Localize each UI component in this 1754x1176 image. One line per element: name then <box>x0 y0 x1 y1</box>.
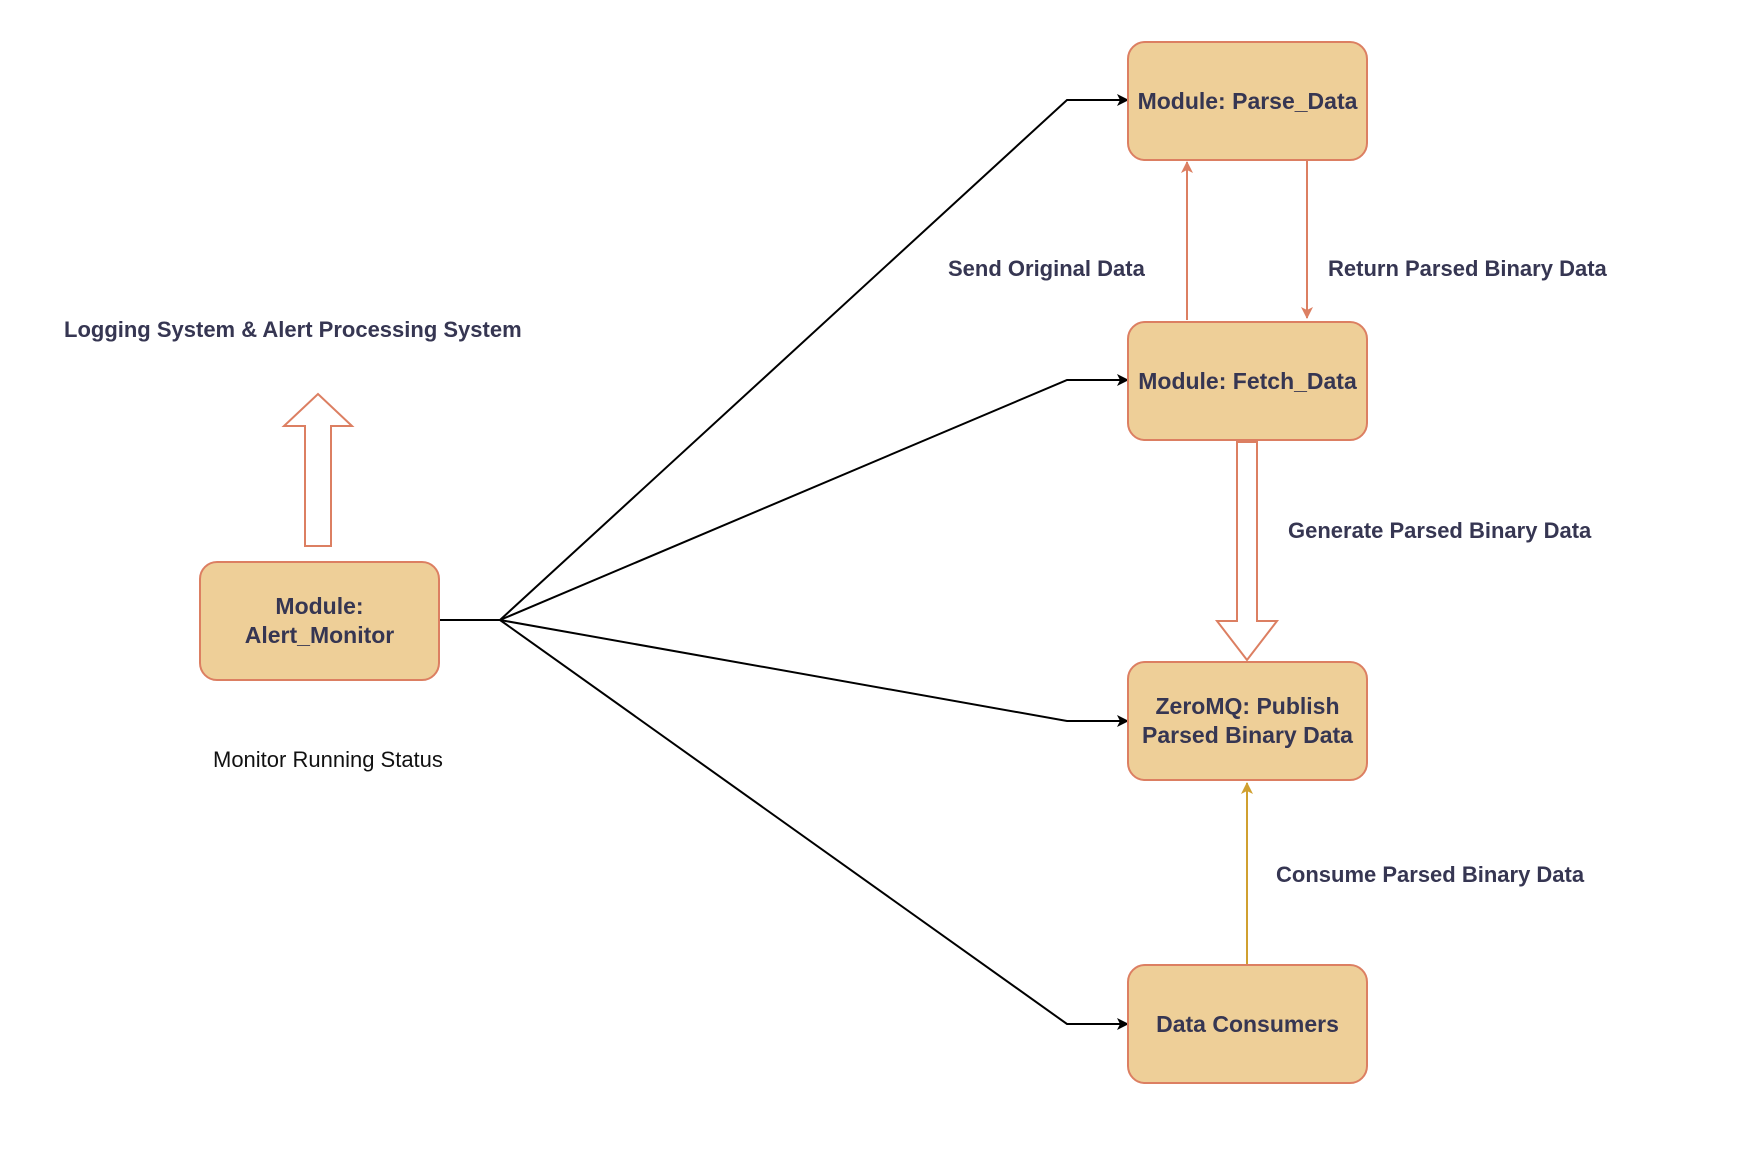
node-zeromq-line2: Parsed Binary Data <box>1142 722 1353 748</box>
label-consume-parsed-binary-data: Consume Parsed Binary Data <box>1276 862 1585 887</box>
monitor-line-to-data-consumers <box>499 619 1129 1030</box>
node-data-consumers-label: Data Consumers <box>1156 1010 1339 1037</box>
node-alert-monitor-line1: Module: <box>275 593 364 619</box>
node-zeromq-publish[interactable]: ZeroMQ: Publish Parsed Binary Data <box>1127 661 1368 781</box>
node-alert-monitor[interactable]: Module: Alert_Monitor <box>199 561 440 681</box>
node-parse-data-label: Module: Parse_Data <box>1137 87 1358 114</box>
label-monitor-running-status: Monitor Running Status <box>213 747 443 772</box>
label-generate-parsed-binary-data: Generate Parsed Binary Data <box>1288 518 1592 543</box>
node-alert-monitor-line2: Alert_Monitor <box>244 622 395 648</box>
monitor-line-to-fetch-data <box>499 374 1129 621</box>
label-return-parsed-binary-data: Return Parsed Binary Data <box>1328 256 1607 281</box>
node-zeromq-line1: ZeroMQ: Publish <box>1155 693 1340 719</box>
generate-parsed-block-arrow <box>1214 441 1280 662</box>
node-fetch-data-label: Module: Fetch_Data <box>1138 367 1357 394</box>
monitor-line-to-zeromq <box>499 619 1129 727</box>
label-send-original-data: Send Original Data <box>948 256 1145 281</box>
node-parse-data[interactable]: Module: Parse_Data <box>1127 41 1368 161</box>
label-logging-alert-system: Logging System & Alert Processing System <box>64 317 522 342</box>
logging-block-arrow <box>281 392 355 547</box>
node-fetch-data[interactable]: Module: Fetch_Data <box>1127 321 1368 441</box>
monitor-line-to-parse-data <box>499 94 1129 621</box>
node-data-consumers[interactable]: Data Consumers <box>1127 964 1368 1084</box>
